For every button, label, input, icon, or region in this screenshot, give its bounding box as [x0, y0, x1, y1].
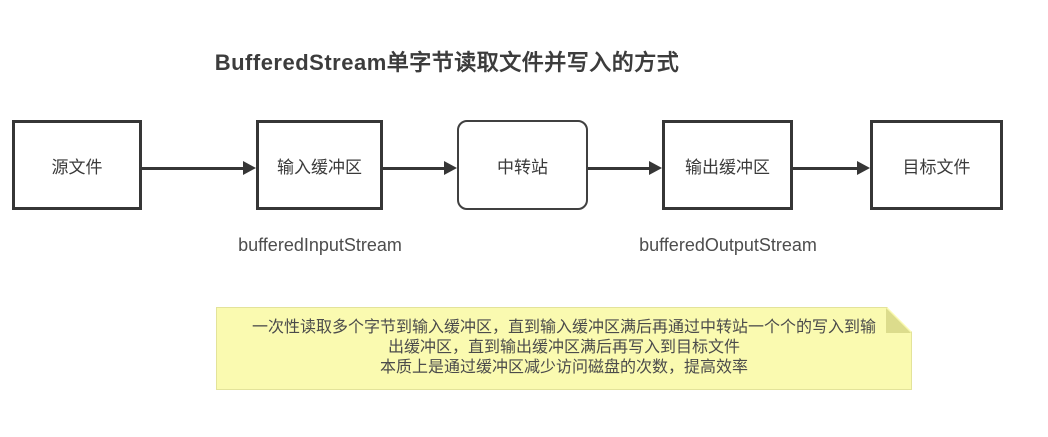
- arrowhead-icon: [243, 161, 256, 175]
- flow-arrow-output-buffer-to-target: [793, 160, 870, 176]
- flow-arrow-transfer-to-output-buffer: [588, 160, 662, 176]
- node-input-buffer-label: 输入缓冲区: [277, 157, 362, 177]
- diagram-title: BufferedStream单字节读取文件并写入的方式: [214, 50, 680, 75]
- node-input-buffer[interactable]: 输入缓冲区: [256, 120, 383, 210]
- arrow-shaft: [142, 166, 243, 170]
- node-transfer-station-label: 中转站: [497, 157, 548, 177]
- flow-arrow-source-to-input-buffer: [142, 160, 256, 176]
- sticky-note-text: 一次性读取多个字节到输入缓冲区，直到输入缓冲区满后再通过中转站一个个的写入到输 …: [217, 318, 911, 378]
- node-output-buffer[interactable]: 输出缓冲区: [662, 120, 793, 210]
- arrow-shaft: [793, 166, 857, 170]
- sticky-note-line-3: 本质上是通过缓冲区减少访问磁盘的次数，提高效率: [379, 359, 748, 376]
- node-output-buffer-label: 输出缓冲区: [685, 157, 770, 177]
- arrowhead-icon: [444, 161, 457, 175]
- sticky-note[interactable]: 一次性读取多个字节到输入缓冲区，直到输入缓冲区满后再通过中转站一个个的写入到输 …: [216, 307, 912, 390]
- arrow-shaft: [588, 166, 649, 170]
- node-target-file[interactable]: 目标文件: [870, 120, 1003, 210]
- arrow-shaft: [383, 166, 444, 170]
- sticky-note-line-1: 一次性读取多个字节到输入缓冲区，直到输入缓冲区满后再通过中转站一个个的写入到输: [251, 319, 876, 336]
- flow-arrow-input-buffer-to-transfer: [383, 160, 457, 176]
- buffered-output-stream-label: bufferedOutputStream: [639, 235, 817, 255]
- arrowhead-icon: [649, 161, 662, 175]
- sticky-note-line-2: 出缓冲区，直到输出缓冲区满后再写入到目标文件: [387, 339, 740, 356]
- node-target-file-label: 目标文件: [902, 157, 971, 177]
- node-transfer-station[interactable]: 中转站: [457, 120, 588, 210]
- node-source-file-label: 源文件: [51, 157, 103, 177]
- arrowhead-icon: [857, 161, 870, 175]
- node-source-file[interactable]: 源文件: [12, 120, 142, 210]
- buffered-input-stream-label: bufferedInputStream: [238, 235, 402, 255]
